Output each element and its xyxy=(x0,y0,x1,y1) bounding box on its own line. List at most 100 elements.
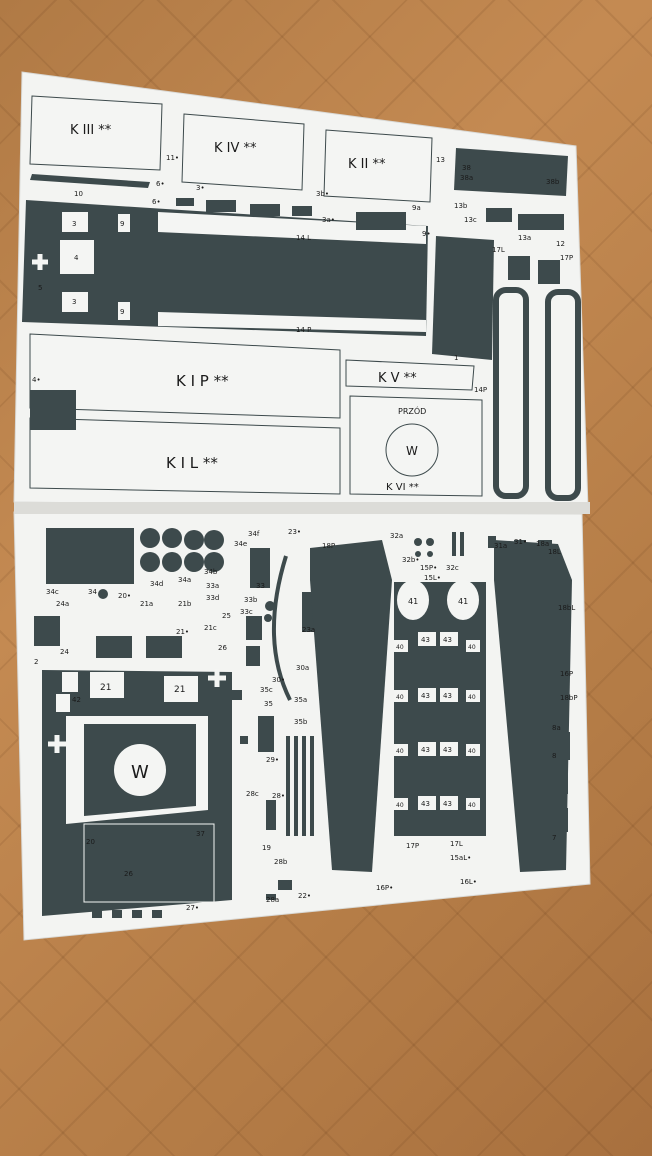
label-p34a: 34a xyxy=(178,576,191,584)
label-p41a: 41 xyxy=(408,597,418,606)
label-k5: K V ** xyxy=(378,371,417,386)
label-p40c: 40 xyxy=(396,694,404,701)
label-p27: 27• xyxy=(186,904,199,912)
label-p34f: 34f xyxy=(248,530,260,538)
part-34 xyxy=(46,528,134,584)
label-p15p: 15P• xyxy=(420,564,437,572)
label-p40b: 40 xyxy=(468,644,476,651)
part-13c xyxy=(486,208,512,222)
label-p31a: 31a xyxy=(494,542,507,550)
label-p12: 12 xyxy=(556,240,565,248)
label-p28c: 28c xyxy=(246,790,259,798)
label-p40h: 40 xyxy=(468,802,476,809)
label-p23a: 23a xyxy=(302,626,315,634)
label-p10: 10 xyxy=(74,190,83,198)
label-p26: 26 xyxy=(218,644,227,652)
part-23 xyxy=(271,555,292,701)
label-p43h: 43 xyxy=(443,800,452,808)
label-p21c: 21c xyxy=(204,624,217,632)
label-w-bottom: W xyxy=(131,762,149,783)
panel-kip xyxy=(29,333,341,419)
label-p4: 4• xyxy=(32,376,41,384)
label-p43d: 43 xyxy=(443,692,452,700)
label-p8: 8 xyxy=(552,752,556,760)
label-p28: 28• xyxy=(272,792,285,800)
label-p35b: 35b xyxy=(294,718,308,726)
label-kil: K I L ** xyxy=(166,454,218,472)
part-38 xyxy=(454,148,568,196)
label-p34d: 34d xyxy=(150,580,163,588)
part-13a xyxy=(518,214,564,230)
label-p21x: 21 xyxy=(100,683,111,693)
marks-40 xyxy=(394,640,480,810)
label-p30: 30• xyxy=(272,676,285,684)
part-40-43 xyxy=(394,582,486,836)
label-p5: 5 xyxy=(38,284,42,292)
part-24 xyxy=(34,616,60,646)
label-p26b: 26 xyxy=(124,870,133,878)
track-right xyxy=(545,289,581,501)
label-p11: 11• xyxy=(166,154,179,162)
label-p22: 22• xyxy=(298,892,311,900)
mark-3a xyxy=(62,212,88,232)
part-26 xyxy=(83,823,215,903)
label-p43g: 43 xyxy=(421,800,430,808)
label-p40a: 40 xyxy=(396,644,404,651)
label-p3c: 3a• xyxy=(322,216,335,224)
label-p34e: 34e xyxy=(234,540,247,548)
misc-small-parts xyxy=(96,532,552,900)
label-p34c: 34c xyxy=(46,588,59,596)
part-17p xyxy=(538,260,560,284)
label-p3b: 3b• xyxy=(316,190,329,198)
label-p30a: 30a xyxy=(296,664,309,672)
label-p14p: 14 P xyxy=(296,326,311,334)
label-p19: 19 xyxy=(262,844,271,852)
label-k6: K VI ** xyxy=(386,482,419,493)
label-p38: 38 xyxy=(462,164,471,172)
part-4 xyxy=(30,390,76,430)
panel-kil xyxy=(29,417,341,495)
mark-9a xyxy=(118,214,130,232)
label-p35a: 35a xyxy=(294,696,307,704)
panel-k3 xyxy=(29,95,163,171)
marks-43 xyxy=(418,632,458,810)
label-p6b: 6• xyxy=(152,198,161,206)
label-p9a: 9a xyxy=(412,204,421,212)
part-1 xyxy=(432,236,494,360)
label-p34: 34 xyxy=(88,588,97,596)
panel-k2 xyxy=(323,129,433,203)
label-p3d: 3 xyxy=(72,298,76,306)
panel-k4 xyxy=(181,113,305,191)
label-p16p: 16P• xyxy=(376,884,393,892)
label-p16bp: 16P xyxy=(560,670,573,678)
label-p14l: 14 L xyxy=(296,234,311,242)
label-p17lb: 17L xyxy=(450,840,463,848)
label-p13b: 13b xyxy=(454,202,468,210)
circle-w-top xyxy=(385,423,439,477)
part-9a xyxy=(356,212,406,230)
label-p7: 7 xyxy=(552,834,556,842)
label-p17p: 17P xyxy=(560,254,573,262)
strip-14l xyxy=(158,212,426,244)
label-p13c: 13c xyxy=(464,216,477,224)
part-18p xyxy=(310,540,392,872)
label-p14pb: 14P xyxy=(474,386,487,394)
label-p13: 13 xyxy=(436,156,445,164)
part-19-bars xyxy=(286,736,314,836)
part-3b xyxy=(250,204,280,216)
circle-w-bottom xyxy=(114,744,166,796)
label-p24a: 24a xyxy=(56,600,69,608)
label-p38a: 38a xyxy=(460,174,473,182)
oval-41b xyxy=(447,580,479,620)
label-p40g: 40 xyxy=(396,802,404,809)
label-p43e: 43 xyxy=(421,746,430,754)
mark-21b xyxy=(164,676,198,702)
side-small-parts xyxy=(556,612,570,832)
label-przod: PRZÓD xyxy=(398,405,426,416)
label-p43c: 43 xyxy=(421,692,430,700)
label-p18a: 18a xyxy=(536,540,549,548)
part-10 xyxy=(30,174,150,188)
label-p20: 20• xyxy=(118,592,131,600)
